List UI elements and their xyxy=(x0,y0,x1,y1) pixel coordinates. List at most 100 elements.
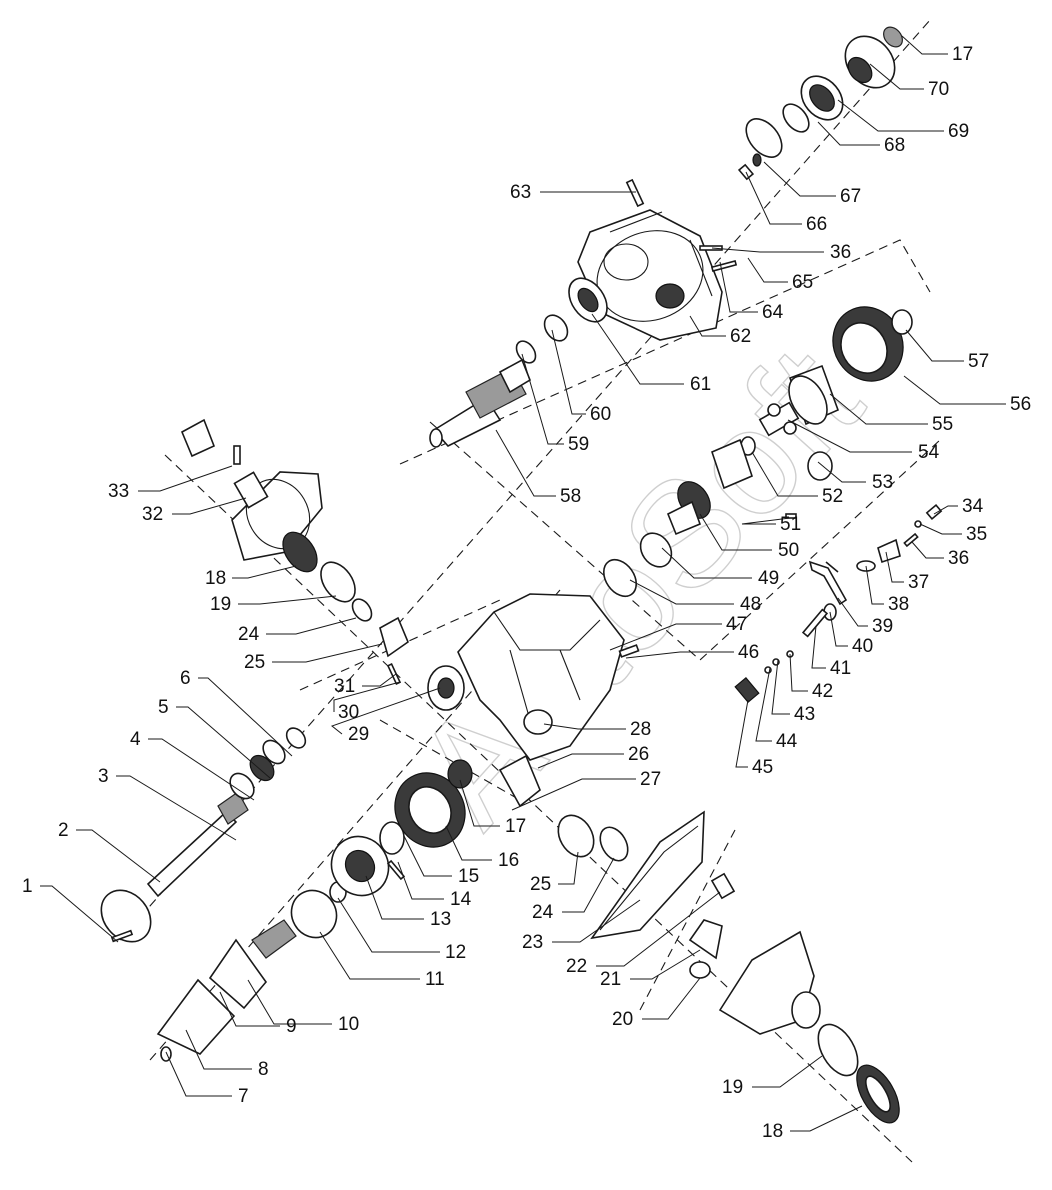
callout-c33: 33 xyxy=(108,481,129,502)
leader-lines xyxy=(40,35,1006,1132)
leader-line-c52 xyxy=(751,451,818,497)
leader-line-c31 xyxy=(362,673,397,687)
leader-line-c70 xyxy=(869,63,924,90)
driven-gear-group xyxy=(788,306,913,426)
leader-line-c26 xyxy=(537,753,624,769)
callout-c34: 34 xyxy=(962,496,984,517)
leader-line-c39 xyxy=(837,597,868,627)
callout-c25b: 25 xyxy=(530,874,551,895)
leader-line-c14 xyxy=(397,861,444,900)
callout-c28: 28 xyxy=(630,719,651,740)
leader-line-c62 xyxy=(689,315,726,337)
callout-c21: 21 xyxy=(600,969,621,990)
leader-line-c61 xyxy=(591,313,684,385)
callout-c70: 70 xyxy=(928,79,949,100)
leader-line-c16 xyxy=(445,825,492,861)
callout-c54: 54 xyxy=(918,442,940,463)
leader-line-c15 xyxy=(403,835,452,877)
callout-c50: 50 xyxy=(778,540,799,561)
leader-line-c65 xyxy=(747,257,788,283)
leader-line-c25 xyxy=(272,643,383,663)
leader-line-c42 xyxy=(789,653,808,692)
leader-line-c19 xyxy=(238,595,337,605)
leader-line-c11 xyxy=(319,931,420,980)
callout-c14: 14 xyxy=(450,889,472,910)
leader-line-c19b xyxy=(752,1055,823,1088)
leader-line-c46 xyxy=(625,651,734,659)
leader-line-c7 xyxy=(165,1051,232,1097)
callout-c45: 45 xyxy=(752,757,773,778)
leader-line-c45 xyxy=(735,699,749,768)
shift-spider-group xyxy=(740,401,833,481)
leader-line-c25b xyxy=(558,851,579,885)
axle-shaft-group xyxy=(100,727,307,943)
callout-c40: 40 xyxy=(852,636,873,657)
left-flange-group xyxy=(180,418,409,685)
callout-c18: 18 xyxy=(205,568,226,589)
leader-line-c55 xyxy=(829,393,928,425)
leader-line-c49 xyxy=(661,547,752,579)
callout-c30: 30 xyxy=(338,702,359,723)
leader-line-c43 xyxy=(771,659,790,715)
callout-c7: 7 xyxy=(238,1086,249,1107)
callout-c51: 51 xyxy=(780,514,801,535)
leader-line-c54 xyxy=(787,419,912,453)
callout-c24b: 24 xyxy=(532,902,554,923)
callout-c19b: 19 xyxy=(722,1077,743,1098)
callout-c68: 68 xyxy=(884,135,905,156)
callout-c16: 16 xyxy=(498,850,519,871)
input-bearings xyxy=(515,277,608,364)
leader-line-c36a xyxy=(911,541,944,559)
callout-c55: 55 xyxy=(932,414,953,435)
leader-line-c33 xyxy=(138,465,233,492)
callout-c48: 48 xyxy=(740,594,761,615)
leader-line-c21 xyxy=(630,949,701,980)
leader-line-c27 xyxy=(511,778,636,811)
leader-line-c24b xyxy=(562,857,615,913)
callout-c67: 67 xyxy=(840,186,861,207)
intermediate-gear-group xyxy=(602,438,797,598)
callout-c37: 37 xyxy=(908,572,929,593)
callout-c61: 61 xyxy=(690,374,711,395)
leader-line-c41 xyxy=(811,625,826,669)
leader-line-c37 xyxy=(885,551,904,583)
callout-c13: 13 xyxy=(430,909,451,930)
leader-line-c44 xyxy=(755,667,772,742)
callout-c65: 65 xyxy=(792,272,813,293)
leader-line-c3 xyxy=(116,775,237,841)
callout-c43: 43 xyxy=(794,704,815,725)
callout-c64: 64 xyxy=(762,302,784,323)
leader-line-c24 xyxy=(266,617,357,635)
input-shaft xyxy=(429,358,531,448)
callout-c20: 20 xyxy=(612,1009,633,1030)
callout-c10: 10 xyxy=(338,1014,359,1035)
callout-c5: 5 xyxy=(158,697,169,718)
leader-line-c28 xyxy=(543,723,626,730)
callout-c59: 59 xyxy=(568,434,589,455)
callout-c49: 49 xyxy=(758,568,779,589)
callout-c62: 62 xyxy=(730,326,751,347)
callout-c31: 31 xyxy=(334,676,355,697)
leader-line-c5 xyxy=(176,706,271,779)
leader-line-c58 xyxy=(495,429,556,497)
callout-c22: 22 xyxy=(566,956,587,977)
callout-c8: 8 xyxy=(258,1059,269,1080)
leader-line-c12 xyxy=(337,897,440,953)
leader-line-c53 xyxy=(817,461,866,483)
callout-c42: 42 xyxy=(812,681,833,702)
leader-line-c18 xyxy=(232,565,297,579)
leader-line-c56 xyxy=(903,375,1006,405)
output-flange-group xyxy=(737,26,903,181)
callout-c2: 2 xyxy=(58,820,69,841)
leader-line-c57 xyxy=(905,329,964,362)
leader-line-c36b xyxy=(711,247,824,253)
callout-c25: 25 xyxy=(244,652,265,673)
callout-c9: 9 xyxy=(286,1016,297,1037)
callout-c32: 32 xyxy=(142,504,163,525)
callout-c12: 12 xyxy=(445,942,466,963)
callout-c36a: 36 xyxy=(948,548,969,569)
leader-line-c2 xyxy=(76,829,161,883)
leader-line-c50 xyxy=(699,513,772,551)
callout-c24: 24 xyxy=(238,624,260,645)
